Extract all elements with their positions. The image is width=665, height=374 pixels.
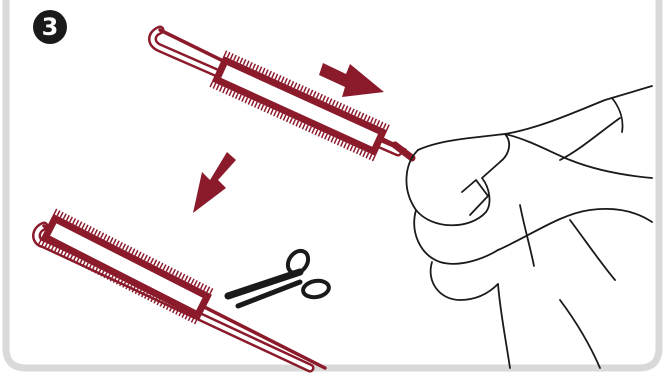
step-number-badge: 3 <box>33 10 67 44</box>
arrow-down-left-icon <box>193 152 236 213</box>
panel-frame <box>6 0 659 368</box>
hand-outline <box>406 86 652 368</box>
scissors-icon <box>228 247 330 306</box>
tool-top <box>153 30 413 159</box>
arrow-pull-icon <box>319 63 384 97</box>
